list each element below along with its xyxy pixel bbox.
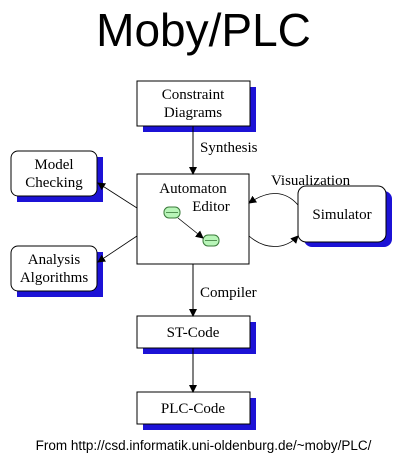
- to-analysis-arrow: [97, 235, 138, 263]
- page-title: Moby/PLC: [96, 4, 311, 56]
- to-model-checking-arrow: [97, 182, 138, 209]
- plc-code-box: [136, 391, 251, 425]
- analysis-algorithms-box: [10, 245, 98, 292]
- simulator-label: Simulator: [312, 207, 371, 223]
- source-caption: From http://csd.informatik.uni-oldenburg…: [35, 438, 372, 453]
- st-code-label: ST-Code: [167, 325, 220, 341]
- visualization-label: Visualization: [271, 173, 351, 189]
- model-checking-line2: Checking: [25, 175, 83, 191]
- synthesis-label: Synthesis: [200, 140, 258, 156]
- constraint-diagrams-box: [136, 80, 251, 127]
- visualization-arrow: [248, 193, 299, 206]
- constraint-diagrams-line1: Constraint: [162, 87, 225, 103]
- analysis-algorithms-line2: Algorithms: [20, 270, 88, 286]
- constraint-diagrams-line2: Diagrams: [164, 105, 222, 121]
- model-checking-line1: Model: [34, 157, 73, 173]
- plc-code-label: PLC-Code: [161, 401, 226, 417]
- editor-to-simulator-arrow: [248, 235, 299, 247]
- simulator-box: [297, 185, 387, 243]
- automaton-transition: [177, 217, 204, 239]
- analysis-algorithms-line1: Analysis: [28, 252, 81, 268]
- compiler-label: Compiler: [200, 285, 257, 301]
- automaton-editor-box: [136, 173, 250, 265]
- automaton-editor-line2: Editor: [192, 199, 230, 215]
- model-checking-box: [10, 150, 98, 197]
- automaton-editor-line1: Automaton: [159, 181, 227, 197]
